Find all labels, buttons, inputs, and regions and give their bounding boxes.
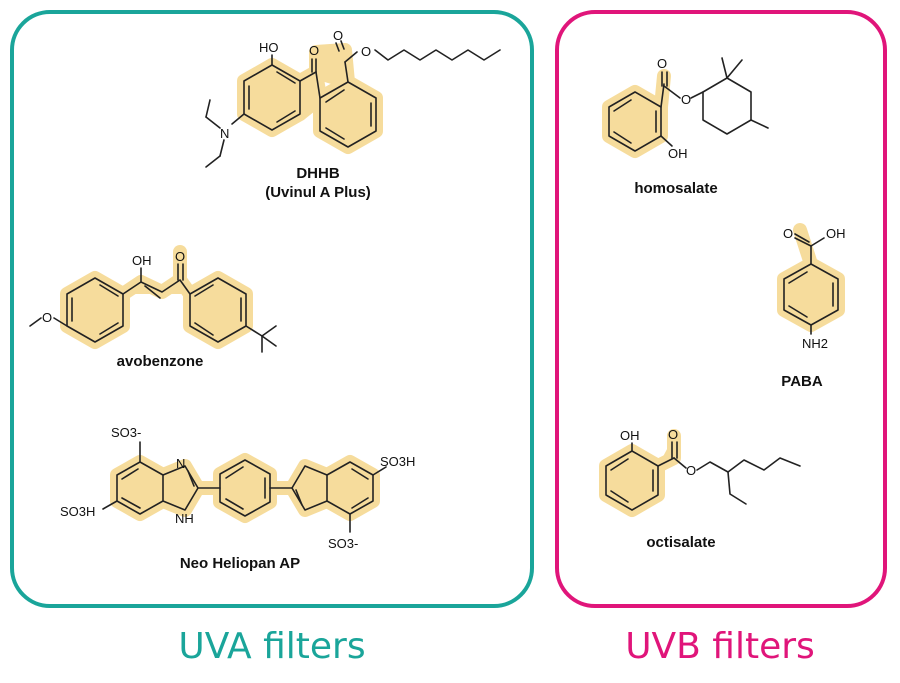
dhhb-chromophore-highlight: [237, 43, 383, 154]
octisalate-bonds: [605, 441, 801, 511]
avobenzone-atom-ketone-o: O: [175, 249, 185, 264]
dhhb-atom-ho: HO: [259, 40, 279, 55]
octisalate-name: octisalate: [646, 534, 715, 551]
homosalate-atom-ester-o: O: [681, 92, 691, 107]
uvb-panel-frame: [555, 10, 887, 608]
homosalate-name: homosalate: [634, 180, 717, 197]
homosalate-bonds: [608, 57, 769, 152]
molecule-octisalate: OH O O octisalate: [599, 427, 801, 551]
paba-bonds: [783, 233, 839, 335]
uva-panel-frame: [10, 10, 534, 608]
paba-atom-nh2: NH2: [802, 336, 828, 351]
neo-heliopan-atom-n: N: [176, 456, 185, 471]
dhhb-bonds: [205, 40, 501, 168]
neo-heliopan-bonds: [102, 441, 387, 533]
paba-atom-o: O: [783, 226, 793, 241]
neo-heliopan-atom-so3-bottom: SO3-: [328, 536, 358, 551]
paba-chromophore-highlight: [777, 223, 845, 332]
neo-heliopan-chromophore-highlight: [110, 453, 380, 523]
homosalate-atom-oh: OH: [668, 146, 688, 161]
paba-atom-oh: OH: [826, 226, 846, 241]
dhhb-atom-ketone-o: O: [309, 43, 319, 58]
uva-filters-label: UVA filters: [178, 626, 366, 667]
dhhb-atom-ester-o: O: [361, 44, 371, 59]
molecule-avobenzone: OH O O avobenzone: [29, 245, 277, 370]
avobenzone-atom-oh: OH: [132, 253, 152, 268]
neo-heliopan-atom-so3h-left: SO3H: [60, 504, 95, 519]
neo-heliopan-atom-nh: NH: [175, 511, 194, 526]
neo-heliopan-name: Neo Heliopan AP: [180, 555, 300, 572]
dhhb-subtitle: (Uvinul A Plus): [265, 184, 371, 201]
octisalate-chromophore-highlight: [599, 429, 681, 517]
avobenzone-bonds: [29, 263, 277, 353]
molecule-neo-heliopan-ap: SO3- SO3H NH N SO3H SO3- Neo Heliopan AP: [60, 425, 415, 572]
avobenzone-chromophore-highlight: [60, 245, 253, 349]
octisalate-atom-oh: OH: [620, 428, 640, 443]
avobenzone-name: avobenzone: [117, 353, 204, 370]
dhhb-atom-n: N: [220, 126, 229, 141]
molecule-paba: O OH NH2 PABA: [777, 223, 846, 390]
dhhb-atom-carbonyl-o: O: [333, 28, 343, 43]
neo-heliopan-atom-so3-top: SO3-: [111, 425, 141, 440]
uvb-filters-label: UVB filters: [625, 626, 815, 667]
molecule-homosalate: O O OH homosalate: [602, 56, 769, 197]
avobenzone-atom-methoxy-o: O: [42, 310, 52, 325]
molecule-dhhb: HO O O O N DHHB (Uvinul A Plus): [205, 28, 501, 201]
octisalate-atom-carbonyl-o: O: [668, 427, 678, 442]
paba-name: PABA: [781, 373, 823, 390]
dhhb-name: DHHB: [296, 165, 339, 182]
octisalate-atom-ester-o: O: [686, 463, 696, 478]
homosalate-atom-carbonyl-o: O: [657, 56, 667, 71]
neo-heliopan-atom-so3h-right: SO3H: [380, 454, 415, 469]
